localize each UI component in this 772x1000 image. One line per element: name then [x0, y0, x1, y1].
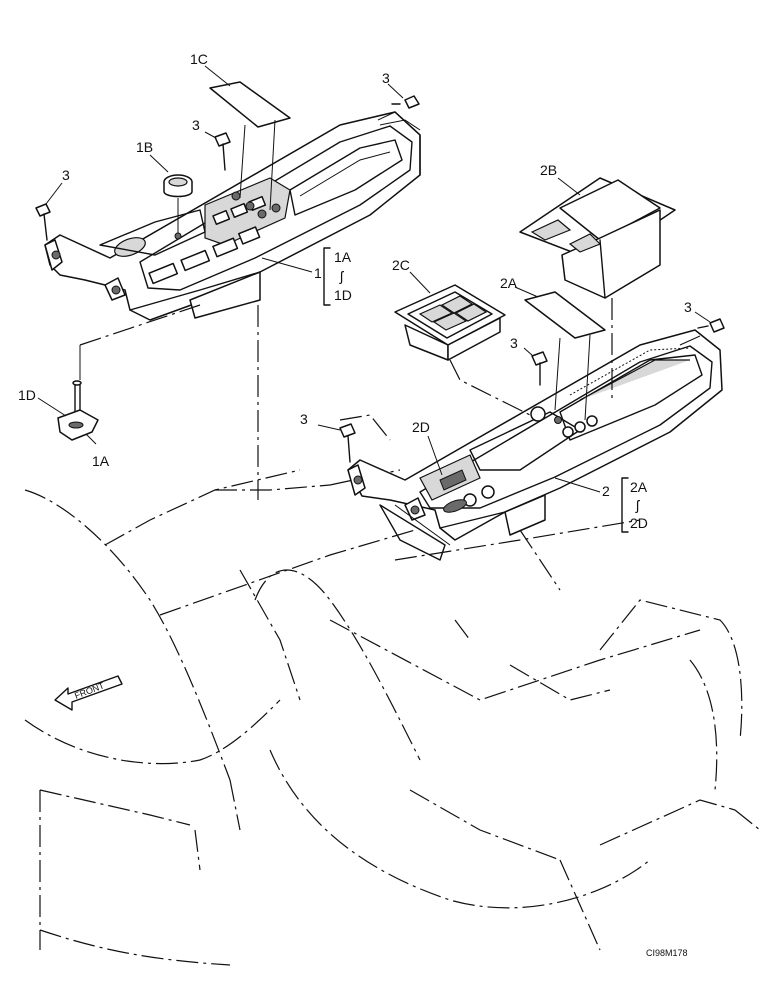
screw-3-mid	[204, 131, 231, 171]
label-3-lower: 3	[300, 411, 308, 427]
label-2D-range-bottom: 2D	[630, 515, 648, 531]
label-1C: 1C	[190, 51, 208, 67]
label-2: 2	[602, 483, 610, 499]
screw-3-top-right	[377, 83, 420, 121]
front-direction-arrow: FRONT	[54, 675, 123, 711]
screw-3-center	[523, 347, 548, 386]
screw-3-lower	[317, 414, 391, 463]
label-3-top-right: 3	[382, 70, 390, 86]
label-1D-range-bottom: 1D	[334, 287, 352, 303]
label-2B: 2B	[540, 162, 557, 178]
console-2-assembly	[347, 329, 723, 561]
label-2A-range-top: 2A	[630, 479, 648, 495]
label-1B: 1B	[136, 139, 153, 155]
console-2-range-bracket	[554, 477, 629, 533]
label-1A-range-sep: ʃ	[339, 268, 345, 284]
label-2D: 2D	[412, 419, 430, 435]
label-3-right: 3	[684, 299, 692, 315]
callout-labels: 1C 3 3 1B 3 1 1A ʃ 1D 1D 1A 2B 2C 2A 3 3…	[18, 51, 692, 958]
part-2C-switch-box	[394, 271, 531, 416]
screw-3-left	[35, 182, 63, 241]
label-2A-range-sep: ʃ	[635, 497, 641, 513]
label-1A: 1A	[92, 453, 110, 469]
figure-code: CI98M178	[646, 948, 688, 958]
cab-floor-phantom	[24, 469, 761, 966]
label-3-mid: 3	[192, 117, 200, 133]
part-1C-cover-plate	[204, 65, 291, 211]
part-1B-knob	[149, 154, 193, 240]
label-1A-range-top: 1A	[334, 249, 352, 265]
label-2A: 2A	[500, 275, 518, 291]
label-2C: 2C	[392, 257, 410, 273]
part-1D-1A-stem-base	[37, 304, 201, 445]
label-3-left: 3	[62, 167, 70, 183]
front-arrow-label: FRONT	[73, 680, 106, 701]
part-2D-leader	[427, 435, 443, 476]
part-2A-cover-plate	[514, 286, 606, 421]
console-1-range-bracket	[261, 247, 331, 306]
part-2B-cup-holder	[519, 177, 676, 400]
label-1D: 1D	[18, 387, 36, 403]
console-1-assembly	[44, 111, 421, 321]
label-3-center: 3	[510, 335, 518, 351]
label-1: 1	[314, 265, 322, 281]
screw-3-right	[679, 311, 725, 346]
